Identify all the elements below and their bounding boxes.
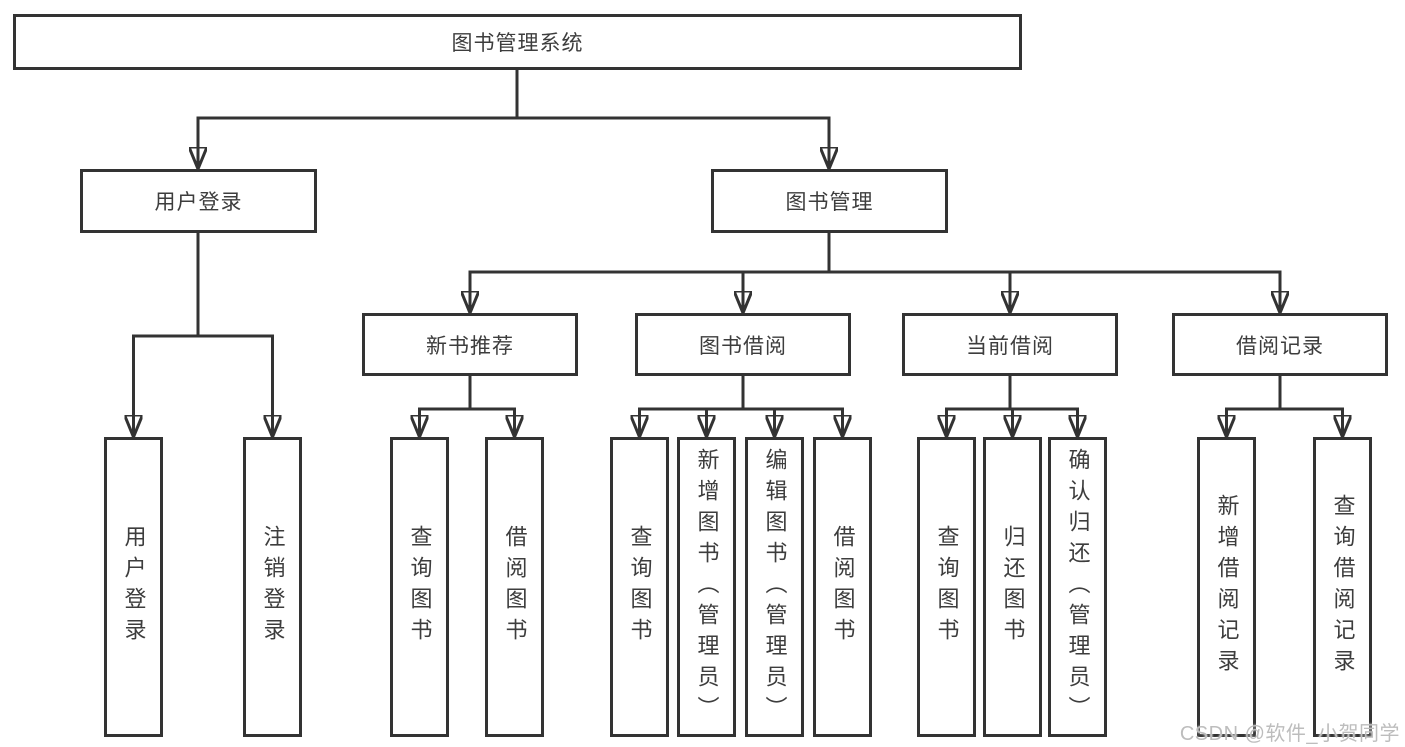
node-login: 用户登录 bbox=[104, 437, 163, 737]
node-root-label: 图书管理系统 bbox=[451, 32, 584, 55]
node-bb-borrow-books: 借阅图书 bbox=[813, 437, 872, 737]
node-bb-add-books: 新增图书（管理员） bbox=[677, 437, 736, 737]
node-root: 图书管理系统 bbox=[13, 14, 1022, 70]
node-cb-query-books: 查询图书 bbox=[917, 437, 976, 737]
node-br-add-record: 新增借阅记录 bbox=[1197, 437, 1256, 737]
node-logout-label: 注销登录 bbox=[260, 525, 286, 649]
node-user-login: 用户登录 bbox=[80, 169, 317, 233]
node-br-add-record-label: 新增借阅记录 bbox=[1214, 494, 1240, 680]
node-cb-confirm-return-label: 确认归还（管理员） bbox=[1065, 447, 1091, 727]
watermark: CSDN @软件_小贺同学 bbox=[1179, 723, 1400, 745]
node-book-borrow: 图书借阅 bbox=[635, 313, 851, 376]
node-book-management: 图书管理 bbox=[711, 169, 948, 233]
node-nbr-borrow-books: 借阅图书 bbox=[485, 437, 544, 737]
node-new-book-recommend-label: 新书推荐 bbox=[426, 334, 514, 358]
node-book-management-label: 图书管理 bbox=[785, 191, 874, 214]
node-current-borrow: 当前借阅 bbox=[902, 313, 1118, 376]
node-bb-query-books: 查询图书 bbox=[610, 437, 669, 737]
node-bb-add-books-label: 新增图书（管理员） bbox=[694, 447, 720, 727]
node-login-label: 用户登录 bbox=[121, 525, 147, 649]
node-book-borrow-label: 图书借阅 bbox=[699, 334, 787, 358]
node-nbr-borrow-books-label: 借阅图书 bbox=[502, 525, 528, 649]
node-cb-confirm-return: 确认归还（管理员） bbox=[1048, 437, 1107, 737]
node-bb-borrow-books-label: 借阅图书 bbox=[830, 525, 856, 649]
node-borrow-records-label: 借阅记录 bbox=[1236, 334, 1324, 358]
node-bb-edit-books-label: 编辑图书（管理员） bbox=[762, 447, 788, 727]
node-new-book-recommend: 新书推荐 bbox=[362, 313, 578, 376]
node-current-borrow-label: 当前借阅 bbox=[966, 334, 1054, 358]
node-user-login-label: 用户登录 bbox=[154, 191, 243, 214]
node-bb-query-books-label: 查询图书 bbox=[627, 525, 653, 649]
node-br-query-record: 查询借阅记录 bbox=[1313, 437, 1372, 737]
node-cb-query-books-label: 查询图书 bbox=[934, 525, 960, 649]
node-nbr-query-books: 查询图书 bbox=[390, 437, 449, 737]
node-cb-return-books-label: 归还图书 bbox=[1000, 525, 1026, 649]
node-bb-edit-books: 编辑图书（管理员） bbox=[745, 437, 804, 737]
node-borrow-records: 借阅记录 bbox=[1172, 313, 1388, 376]
node-nbr-query-books-label: 查询图书 bbox=[407, 525, 433, 649]
node-br-query-record-label: 查询借阅记录 bbox=[1330, 494, 1356, 680]
node-logout: 注销登录 bbox=[243, 437, 302, 737]
node-cb-return-books: 归还图书 bbox=[983, 437, 1042, 737]
